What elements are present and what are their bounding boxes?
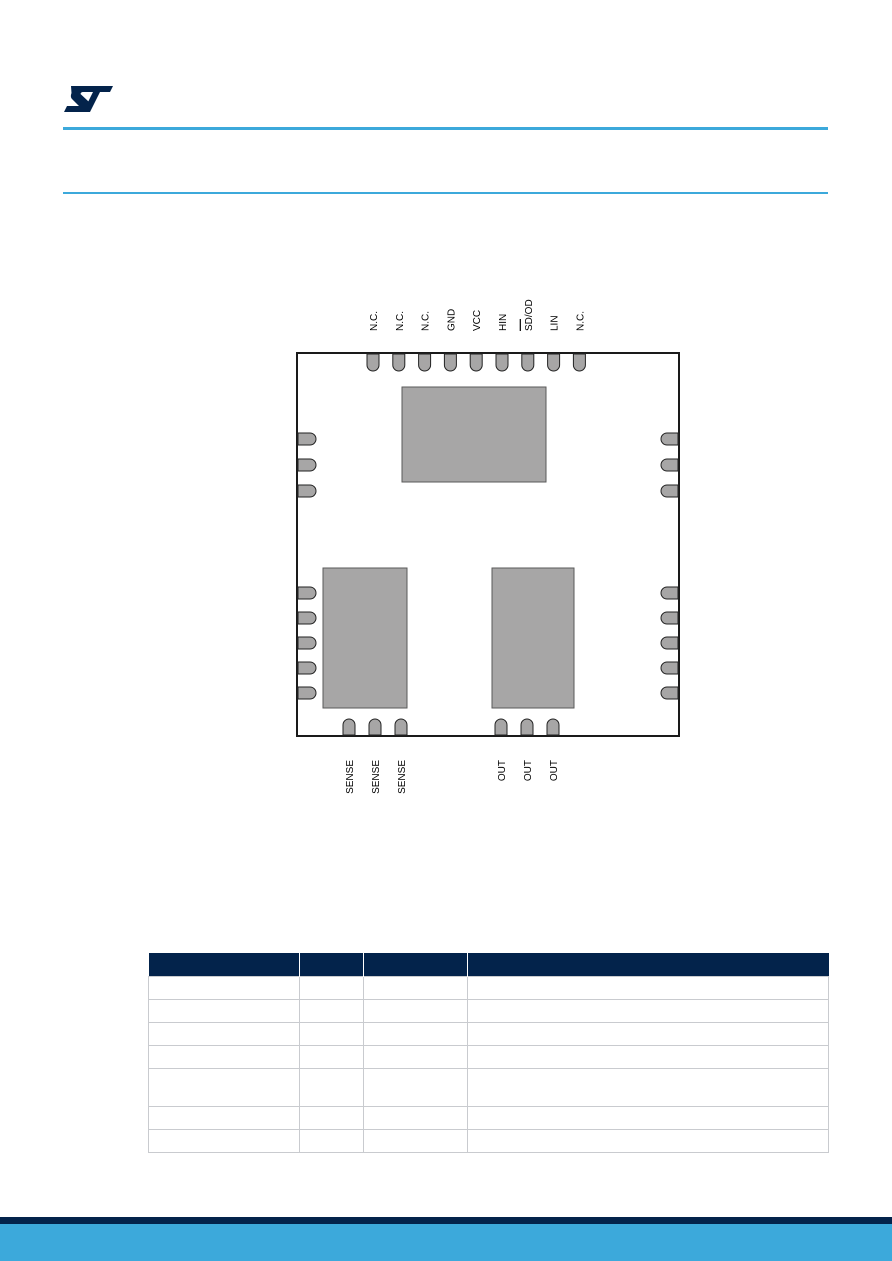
top-pin-label: N.C. bbox=[395, 311, 406, 331]
left-pin-lead bbox=[297, 484, 317, 498]
table-cell bbox=[299, 1045, 364, 1069]
right-pin-lead bbox=[660, 586, 679, 600]
table-row bbox=[148, 999, 829, 1023]
top-pin-lead bbox=[547, 353, 561, 372]
table-cell bbox=[148, 999, 300, 1023]
table-cell bbox=[363, 1106, 468, 1130]
table-cell bbox=[299, 1022, 364, 1046]
st-logo-icon bbox=[64, 86, 113, 112]
exposed-pad-sense bbox=[322, 567, 408, 709]
pin-description-table bbox=[148, 953, 829, 1153]
top-pin-label: N.C. bbox=[421, 311, 432, 331]
bottom-pin-label: SENSE bbox=[397, 760, 408, 794]
bottom-pin-lead bbox=[494, 718, 508, 736]
header-rule-bottom bbox=[63, 192, 828, 194]
table-cell bbox=[363, 999, 468, 1023]
table-cell bbox=[299, 1068, 364, 1107]
table-cell bbox=[148, 1106, 300, 1130]
right-pin-lead bbox=[660, 636, 679, 650]
top-pin-lead bbox=[572, 353, 586, 372]
top-pin-label: VCC bbox=[472, 310, 483, 331]
top-pin-lead bbox=[366, 353, 380, 372]
bottom-pin-label: SENSE bbox=[371, 760, 382, 794]
footer-band-light bbox=[0, 1224, 892, 1261]
header-pin-function bbox=[467, 953, 829, 977]
top-pin-label: N.C. bbox=[575, 311, 586, 331]
bottom-pin-lead bbox=[342, 718, 356, 736]
header-rule-top bbox=[63, 127, 828, 130]
table-cell bbox=[363, 1022, 468, 1046]
table-cell bbox=[148, 976, 300, 1000]
top-pin-label: HIN bbox=[498, 314, 509, 331]
exposed-pad-out bbox=[491, 567, 575, 709]
header-pin-number bbox=[299, 953, 364, 977]
bottom-pin-label: OUT bbox=[549, 760, 560, 781]
table-row bbox=[148, 1106, 829, 1130]
bottom-pin-label: SENSE bbox=[345, 760, 356, 794]
right-pin-lead bbox=[660, 661, 679, 675]
table-cell bbox=[467, 1022, 829, 1046]
table-cell bbox=[148, 1129, 300, 1153]
top-pin-lead bbox=[392, 353, 406, 372]
bottom-pin-label: OUT bbox=[497, 760, 508, 781]
right-pin-lead bbox=[660, 484, 679, 498]
table-header-row bbox=[148, 953, 829, 977]
top-pin-lead bbox=[521, 353, 535, 372]
bottom-pin-lead bbox=[394, 718, 408, 736]
table-cell bbox=[363, 1129, 468, 1153]
table-cell bbox=[148, 1068, 300, 1107]
table-cell bbox=[299, 1129, 364, 1153]
top-pin-lead bbox=[469, 353, 483, 372]
table-cell bbox=[363, 1045, 468, 1069]
table-cell bbox=[467, 1106, 829, 1130]
package-pinout-diagram: N.C. N.C. N.C. GND VCC HIN SD/OD LIN N.C. SENSE S… bbox=[296, 299, 680, 794]
left-pin-lead bbox=[297, 458, 317, 472]
bottom-pin-lead bbox=[546, 718, 560, 736]
left-pin-lead bbox=[297, 686, 317, 700]
footer-band-dark bbox=[0, 1217, 892, 1224]
bottom-pin-label: OUT bbox=[523, 760, 534, 781]
table-row bbox=[148, 1068, 829, 1107]
right-pin-lead bbox=[660, 458, 679, 472]
header-pin-type bbox=[363, 953, 468, 977]
table-cell bbox=[467, 976, 829, 1000]
right-pin-lead bbox=[660, 686, 679, 700]
top-pin-lead bbox=[495, 353, 509, 372]
table-row bbox=[148, 1045, 829, 1069]
left-pin-lead bbox=[297, 432, 317, 446]
table-row bbox=[148, 1022, 829, 1046]
table-cell bbox=[299, 999, 364, 1023]
table-cell bbox=[363, 1068, 468, 1107]
right-pin-lead bbox=[660, 432, 679, 446]
table-cell bbox=[363, 976, 468, 1000]
left-pin-lead bbox=[297, 661, 317, 675]
top-pin-label: SD/OD bbox=[524, 299, 535, 331]
table-cell bbox=[148, 1045, 300, 1069]
top-pin-label: LIN bbox=[550, 315, 561, 331]
left-pin-lead bbox=[297, 636, 317, 650]
left-pin-lead bbox=[297, 611, 317, 625]
bottom-pin-lead bbox=[368, 718, 382, 736]
top-pin-lead bbox=[418, 353, 432, 372]
table-cell bbox=[467, 1068, 829, 1107]
right-pin-lead bbox=[660, 611, 679, 625]
table-cell bbox=[467, 1045, 829, 1069]
table-cell bbox=[467, 1129, 829, 1153]
table-row bbox=[148, 1129, 829, 1153]
table-cell bbox=[299, 1106, 364, 1130]
exposed-pad-driver bbox=[401, 386, 547, 483]
table-cell bbox=[299, 976, 364, 1000]
table-row bbox=[148, 976, 829, 1000]
table-cell bbox=[148, 1022, 300, 1046]
top-pin-lead bbox=[443, 353, 457, 372]
header-pin-name bbox=[148, 953, 300, 977]
top-pin-label: N.C. bbox=[369, 311, 380, 331]
top-pin-label: GND bbox=[446, 309, 457, 331]
table-cell bbox=[467, 999, 829, 1023]
left-pin-lead bbox=[297, 586, 317, 600]
bottom-pin-lead bbox=[520, 718, 534, 736]
